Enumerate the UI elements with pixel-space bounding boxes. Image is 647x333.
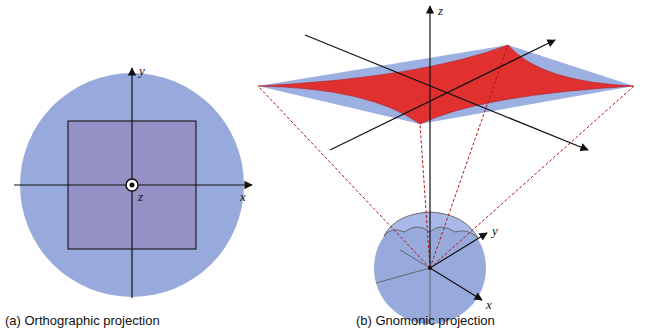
plane-axis (305, 35, 588, 150)
x-axis (430, 268, 482, 300)
axis-label: x (240, 190, 246, 203)
axis-label: z (438, 4, 443, 17)
axis-label: y (492, 224, 498, 237)
sphere-centre (428, 266, 432, 270)
axis-label: x (486, 298, 492, 311)
sphere-axis (376, 268, 430, 283)
projected-patch (258, 45, 634, 124)
subfigure-caption: (a) Orthographic projection (5, 314, 160, 327)
z-axis-symbol (126, 179, 138, 191)
subfigure-caption: (b) Gnomonic projection (356, 314, 495, 327)
axis-label: y (139, 64, 145, 77)
axis-label: z (138, 190, 143, 203)
projection-rays (258, 45, 634, 268)
z-axis (429, 6, 430, 268)
z-axis-dot (130, 183, 135, 188)
y-axis (430, 233, 487, 268)
plane-axis (330, 40, 555, 150)
projection-plane (258, 45, 634, 124)
